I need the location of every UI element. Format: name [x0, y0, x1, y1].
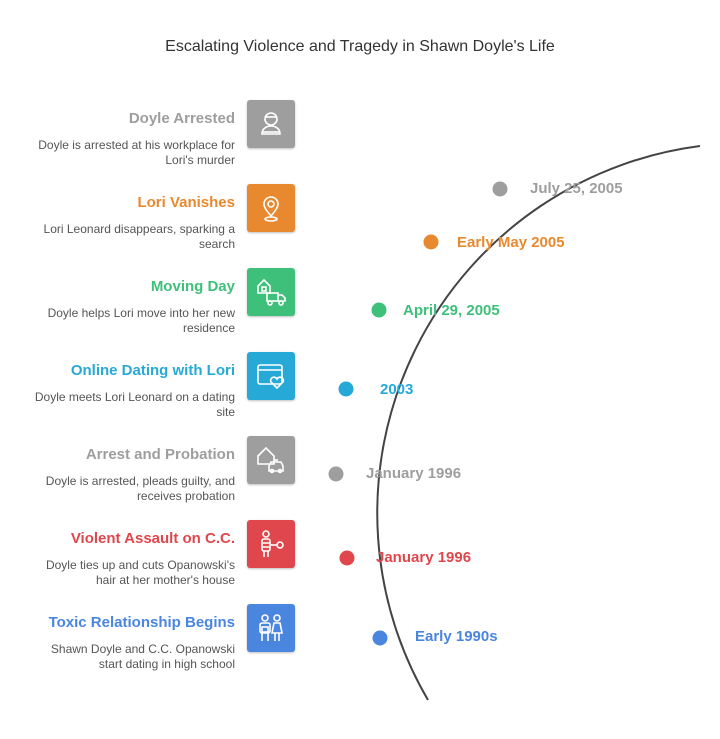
timeline-dot-0 [491, 180, 509, 198]
event-title: Lori Vanishes [137, 194, 235, 211]
event-date: 2003 [380, 381, 414, 398]
event-description: Doyle helps Lori move into her new resid… [47, 306, 235, 335]
event-title: Arrest and Probation [85, 446, 235, 463]
event-description: Doyle ties up and cuts Opanowski's hair … [45, 558, 235, 587]
event-description: Lori Leonard disappears, sparking a sear… [43, 222, 235, 251]
event-title: Moving Day [150, 278, 235, 295]
couple-icon [247, 604, 295, 652]
event-date: January 1996 [376, 549, 472, 566]
timeline-dot-5 [338, 549, 356, 567]
event-description: Doyle meets Lori Leonard on a dating sit… [34, 390, 235, 419]
event-title: Violent Assault on C.C. [70, 530, 235, 547]
dating-heart-icon [247, 352, 295, 400]
timeline-dot-2 [370, 301, 388, 319]
event-description: Doyle is arrested, pleads guilty, and re… [45, 474, 235, 503]
tied-person-icon [247, 520, 295, 568]
event-description: Shawn Doyle and C.C. Opanowski start dat… [50, 642, 235, 671]
event-date: April 29, 2005 [403, 302, 500, 319]
diagram-title: Escalating Violence and Tragedy in Shawn… [165, 38, 555, 55]
event-title: Online Dating with Lori [70, 362, 235, 379]
location-pin-icon [247, 184, 295, 232]
event-date: January 1996 [366, 465, 462, 482]
house-police-car-icon [247, 436, 295, 484]
timeline-dot-4 [327, 465, 345, 483]
timeline-dot-6 [371, 629, 389, 647]
event-description: Doyle is arrested at his workplace for L… [38, 138, 235, 167]
timeline-dot-1 [422, 233, 440, 251]
timeline-dot-3 [337, 380, 355, 398]
arrested-person-icon [247, 100, 295, 148]
event-date: Early May 2005 [457, 234, 565, 251]
event-title: Toxic Relationship Begins [48, 614, 235, 631]
event-date: Early 1990s [415, 628, 498, 645]
moving-truck-icon [247, 268, 295, 316]
event-date: July 25, 2005 [530, 180, 623, 197]
event-title: Doyle Arrested [128, 110, 235, 127]
